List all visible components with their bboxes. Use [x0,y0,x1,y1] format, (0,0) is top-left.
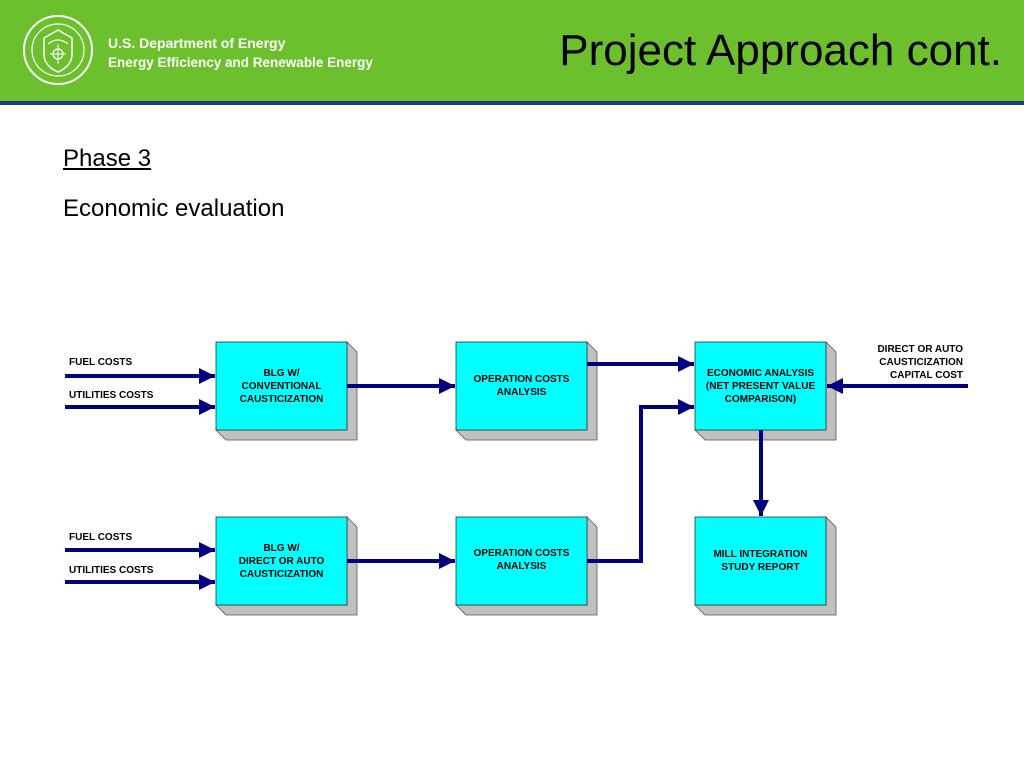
arrow-opcost-bottom-to-econ [587,399,694,563]
mill-integration-label: MILL INTEGRATION STUDY REPORT [713,549,808,573]
blg-conventional-label: BLG W/ CONVENTIONAL CAUSTICIZATION [239,367,324,405]
capital-cost-label: DIRECT OR AUTO CAUSTICIZATION CAPITAL CO… [877,344,963,381]
blg-conventional-box [215,341,348,431]
economic-analysis-label: ECONOMIC ANALYSIS (NET PRESENT VALUE COM… [705,367,816,405]
operation-costs-top-box [455,341,588,431]
operation-costs-bottom-label: OPERATION COSTS ANALYSIS [473,548,570,572]
blg-direct-label: BLG W/ DIRECT OR AUTO CAUSTICIZATION [238,542,325,580]
header-rule [0,101,1024,105]
mill-integration-box [694,516,827,606]
operation-costs-top-label: OPERATION COSTS ANALYSIS [473,374,570,398]
utilities-costs-label: UTILITIES COSTS [69,390,154,401]
phase-heading: Phase 3 [63,145,152,172]
org-subname: Energy Efficiency and Renewable Energy [108,55,373,70]
economic-analysis-box [694,341,827,431]
doe-seal-icon [23,15,93,85]
header-band [0,0,1024,101]
fuel-costs-label: FUEL COSTS [69,532,133,543]
blg-direct-box [215,516,348,606]
fuel-costs-label: FUEL COSTS [69,357,133,368]
operation-costs-bottom-box [455,516,588,606]
section-subtitle: Economic evaluation [63,195,285,222]
slide-title: Project Approach cont. [559,26,1002,75]
org-name: U.S. Department of Energy [108,35,286,51]
utilities-costs-label: UTILITIES COSTS [69,565,154,576]
